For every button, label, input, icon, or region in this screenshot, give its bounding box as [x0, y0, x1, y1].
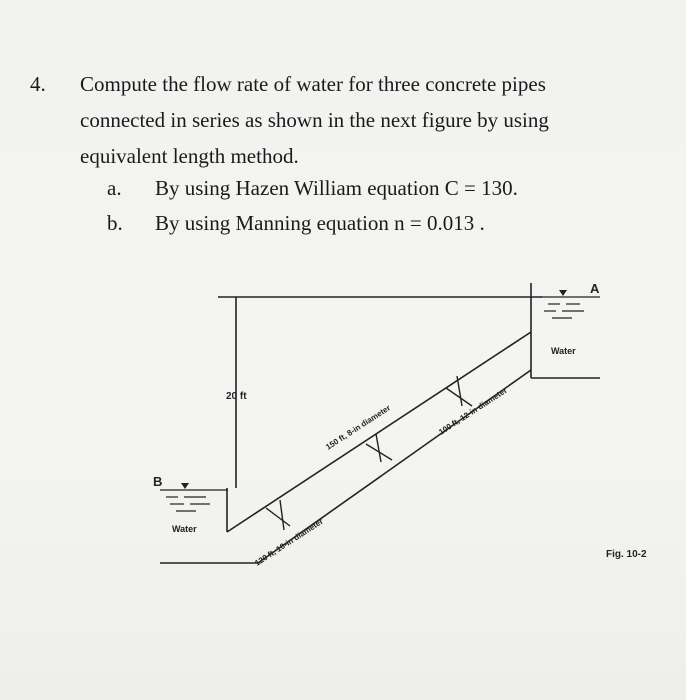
- pipe-joint-3b: [456, 375, 463, 407]
- pipe-joint-3: [445, 387, 473, 407]
- problem-line-3: equivalent length method.: [80, 144, 299, 168]
- pipe-joint-2b: [375, 433, 382, 463]
- head-label: 20 ft: [226, 391, 247, 402]
- pipe-joint-1b: [279, 499, 285, 531]
- water-label-left: Water: [172, 524, 197, 534]
- water-label-right: Water: [551, 346, 576, 356]
- pipe3-label: 100 ft, 12-in diameter: [437, 386, 509, 437]
- problem-line-2: connected in series as shown in the next…: [80, 108, 549, 132]
- problem-number: 4.: [30, 72, 46, 96]
- label-b: B: [153, 474, 162, 489]
- option-a-text: By using Hazen William equation C = 130.: [155, 176, 518, 200]
- right-water-triangle-icon: [559, 290, 567, 296]
- label-a: A: [590, 281, 600, 296]
- pipe-lower-edge: [257, 369, 532, 564]
- option-b-letter: b.: [107, 211, 123, 235]
- pipe-joint-1: [265, 507, 291, 527]
- pipe2-label: 150 ft, 8-in diameter: [324, 403, 392, 451]
- option-a-letter: a.: [107, 176, 122, 200]
- pipe-upper-edge: [226, 331, 532, 533]
- figure-caption: Fig. 10-2: [606, 549, 647, 560]
- left-water-triangle-icon: [181, 483, 189, 489]
- option-b-text: By using Manning equation n = 0.013 .: [155, 211, 485, 235]
- problem-line-1: Compute the flow rate of water for three…: [80, 72, 546, 96]
